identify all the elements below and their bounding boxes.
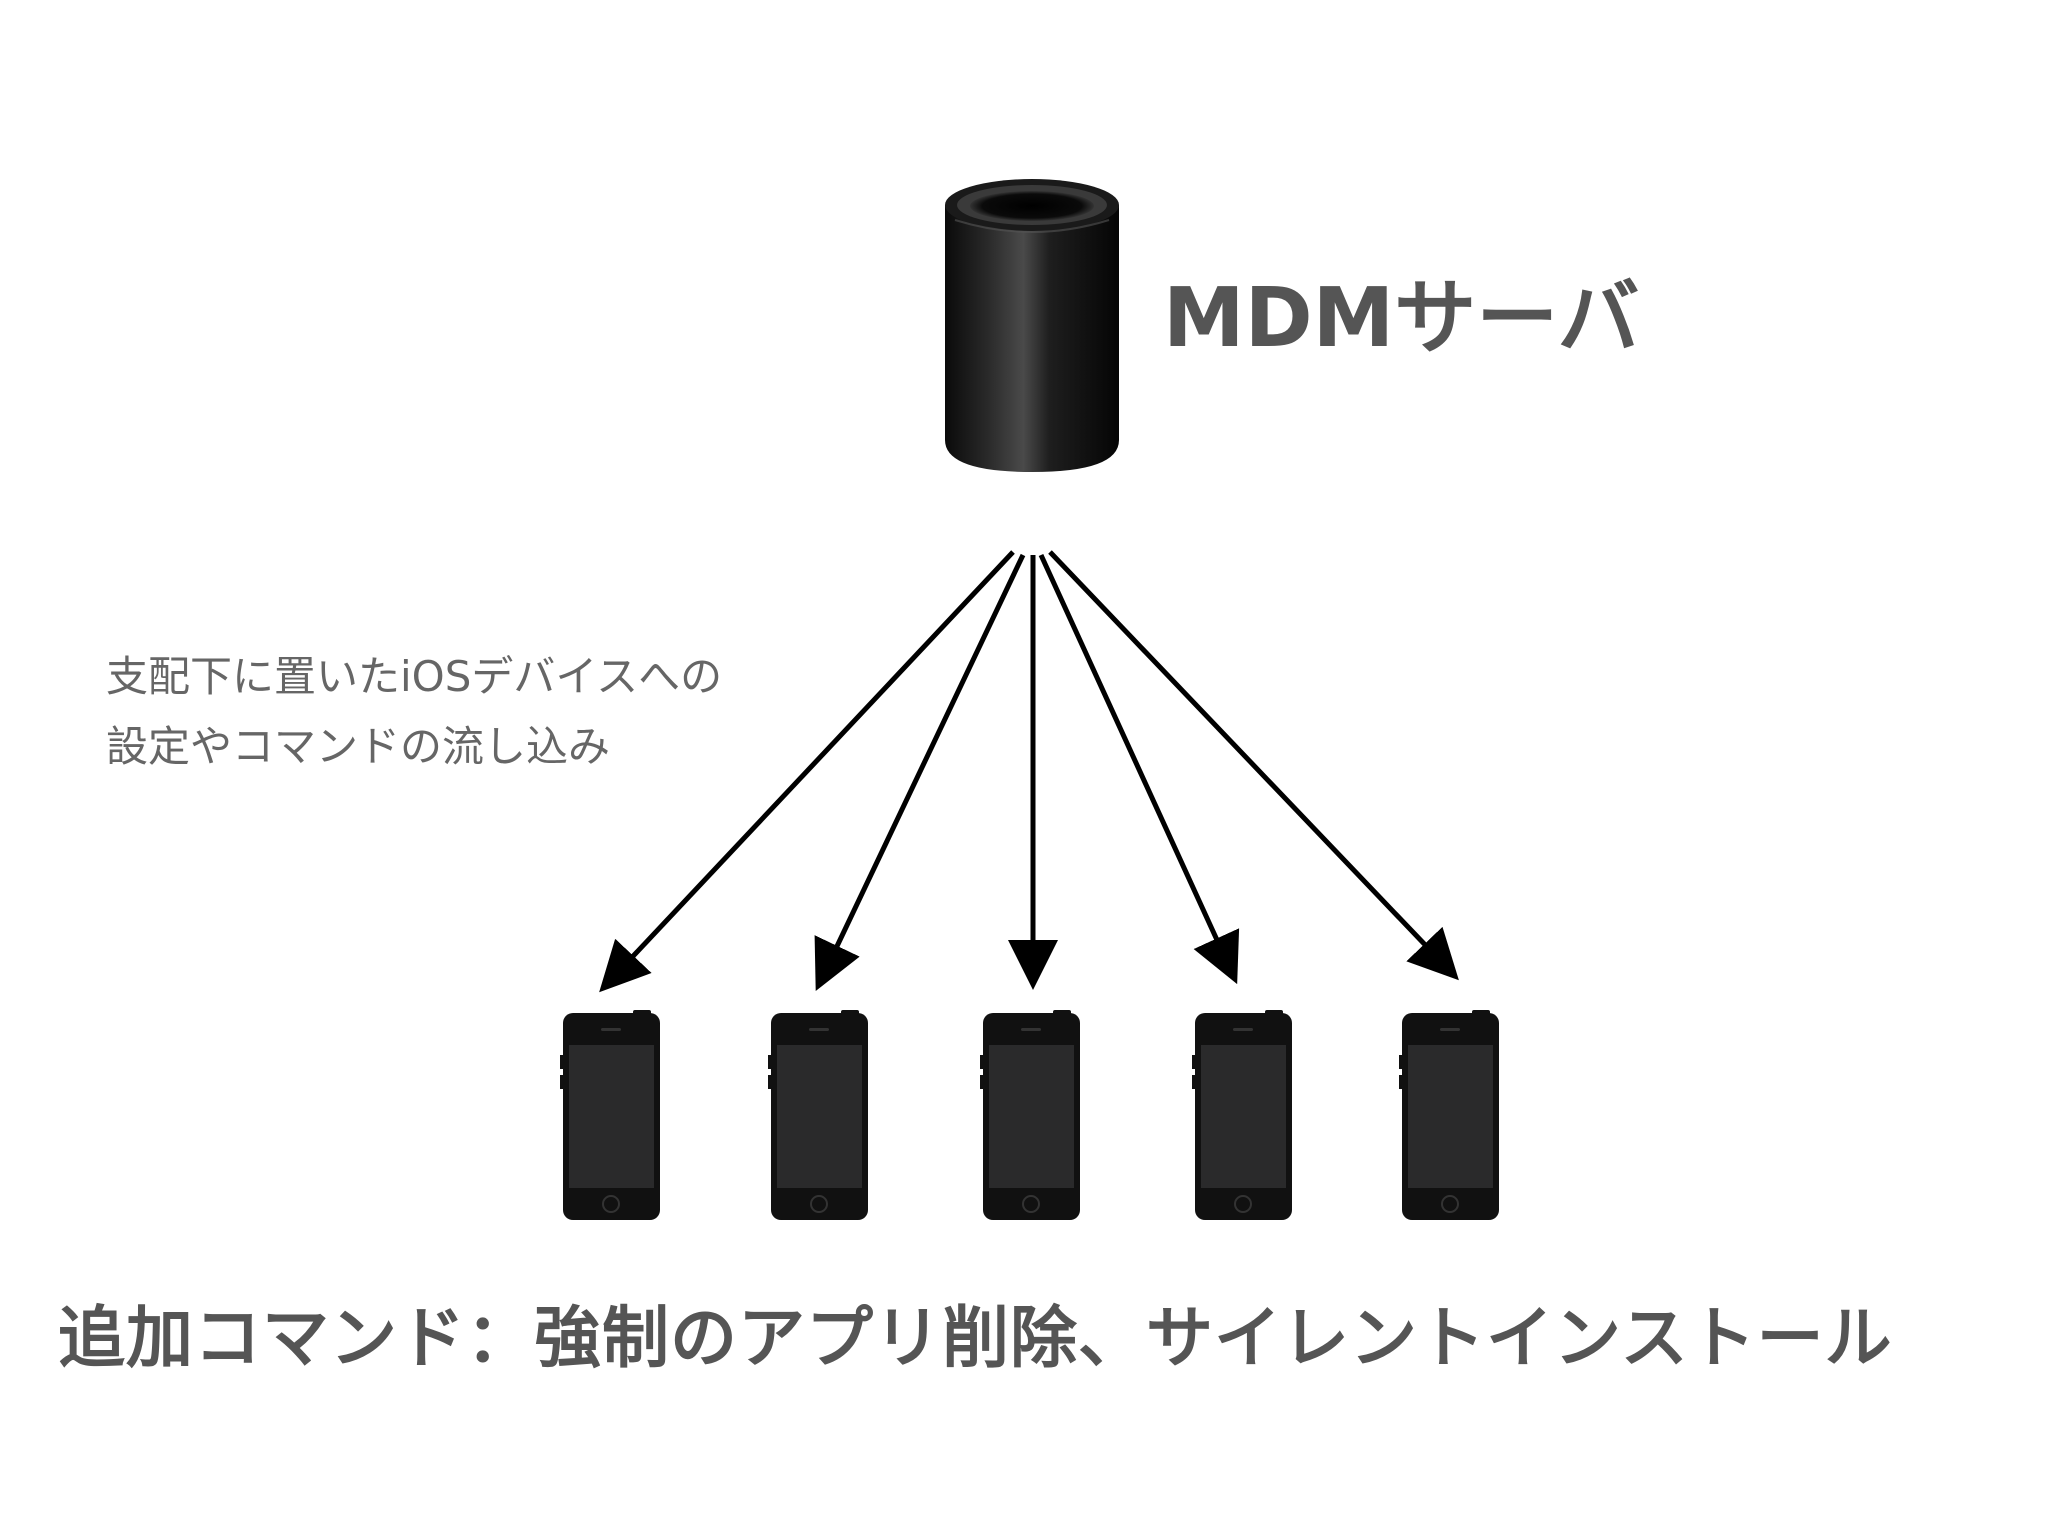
server-label: MDMサーバ [1163,271,1640,366]
mac-pro-server-icon [945,179,1119,472]
devices-group [560,1010,1499,1220]
arrow-1 [599,550,1015,993]
description-text: 支配下に置いたiOSデバイスへの 設定やコマンドの流し込み [106,642,722,782]
description-line-1: 支配下に置いたiOSデバイスへの [106,652,723,701]
bottom-caption: 追加コマンド：強制のアプリ削除、サイレントインストール [58,1299,1893,1377]
arrows-group [599,550,1459,993]
iphone-icon [768,1010,868,1220]
arrow-2 [814,553,1026,992]
arrow-5 [1048,550,1459,981]
iphone-icon [560,1010,660,1220]
iphone-icon [980,1010,1080,1220]
iphone-icon [1399,1010,1499,1220]
arrow-4 [1038,553,1240,985]
description-line-2: 設定やコマンドの流し込み [106,722,611,771]
iphone-icon [1192,1010,1292,1220]
